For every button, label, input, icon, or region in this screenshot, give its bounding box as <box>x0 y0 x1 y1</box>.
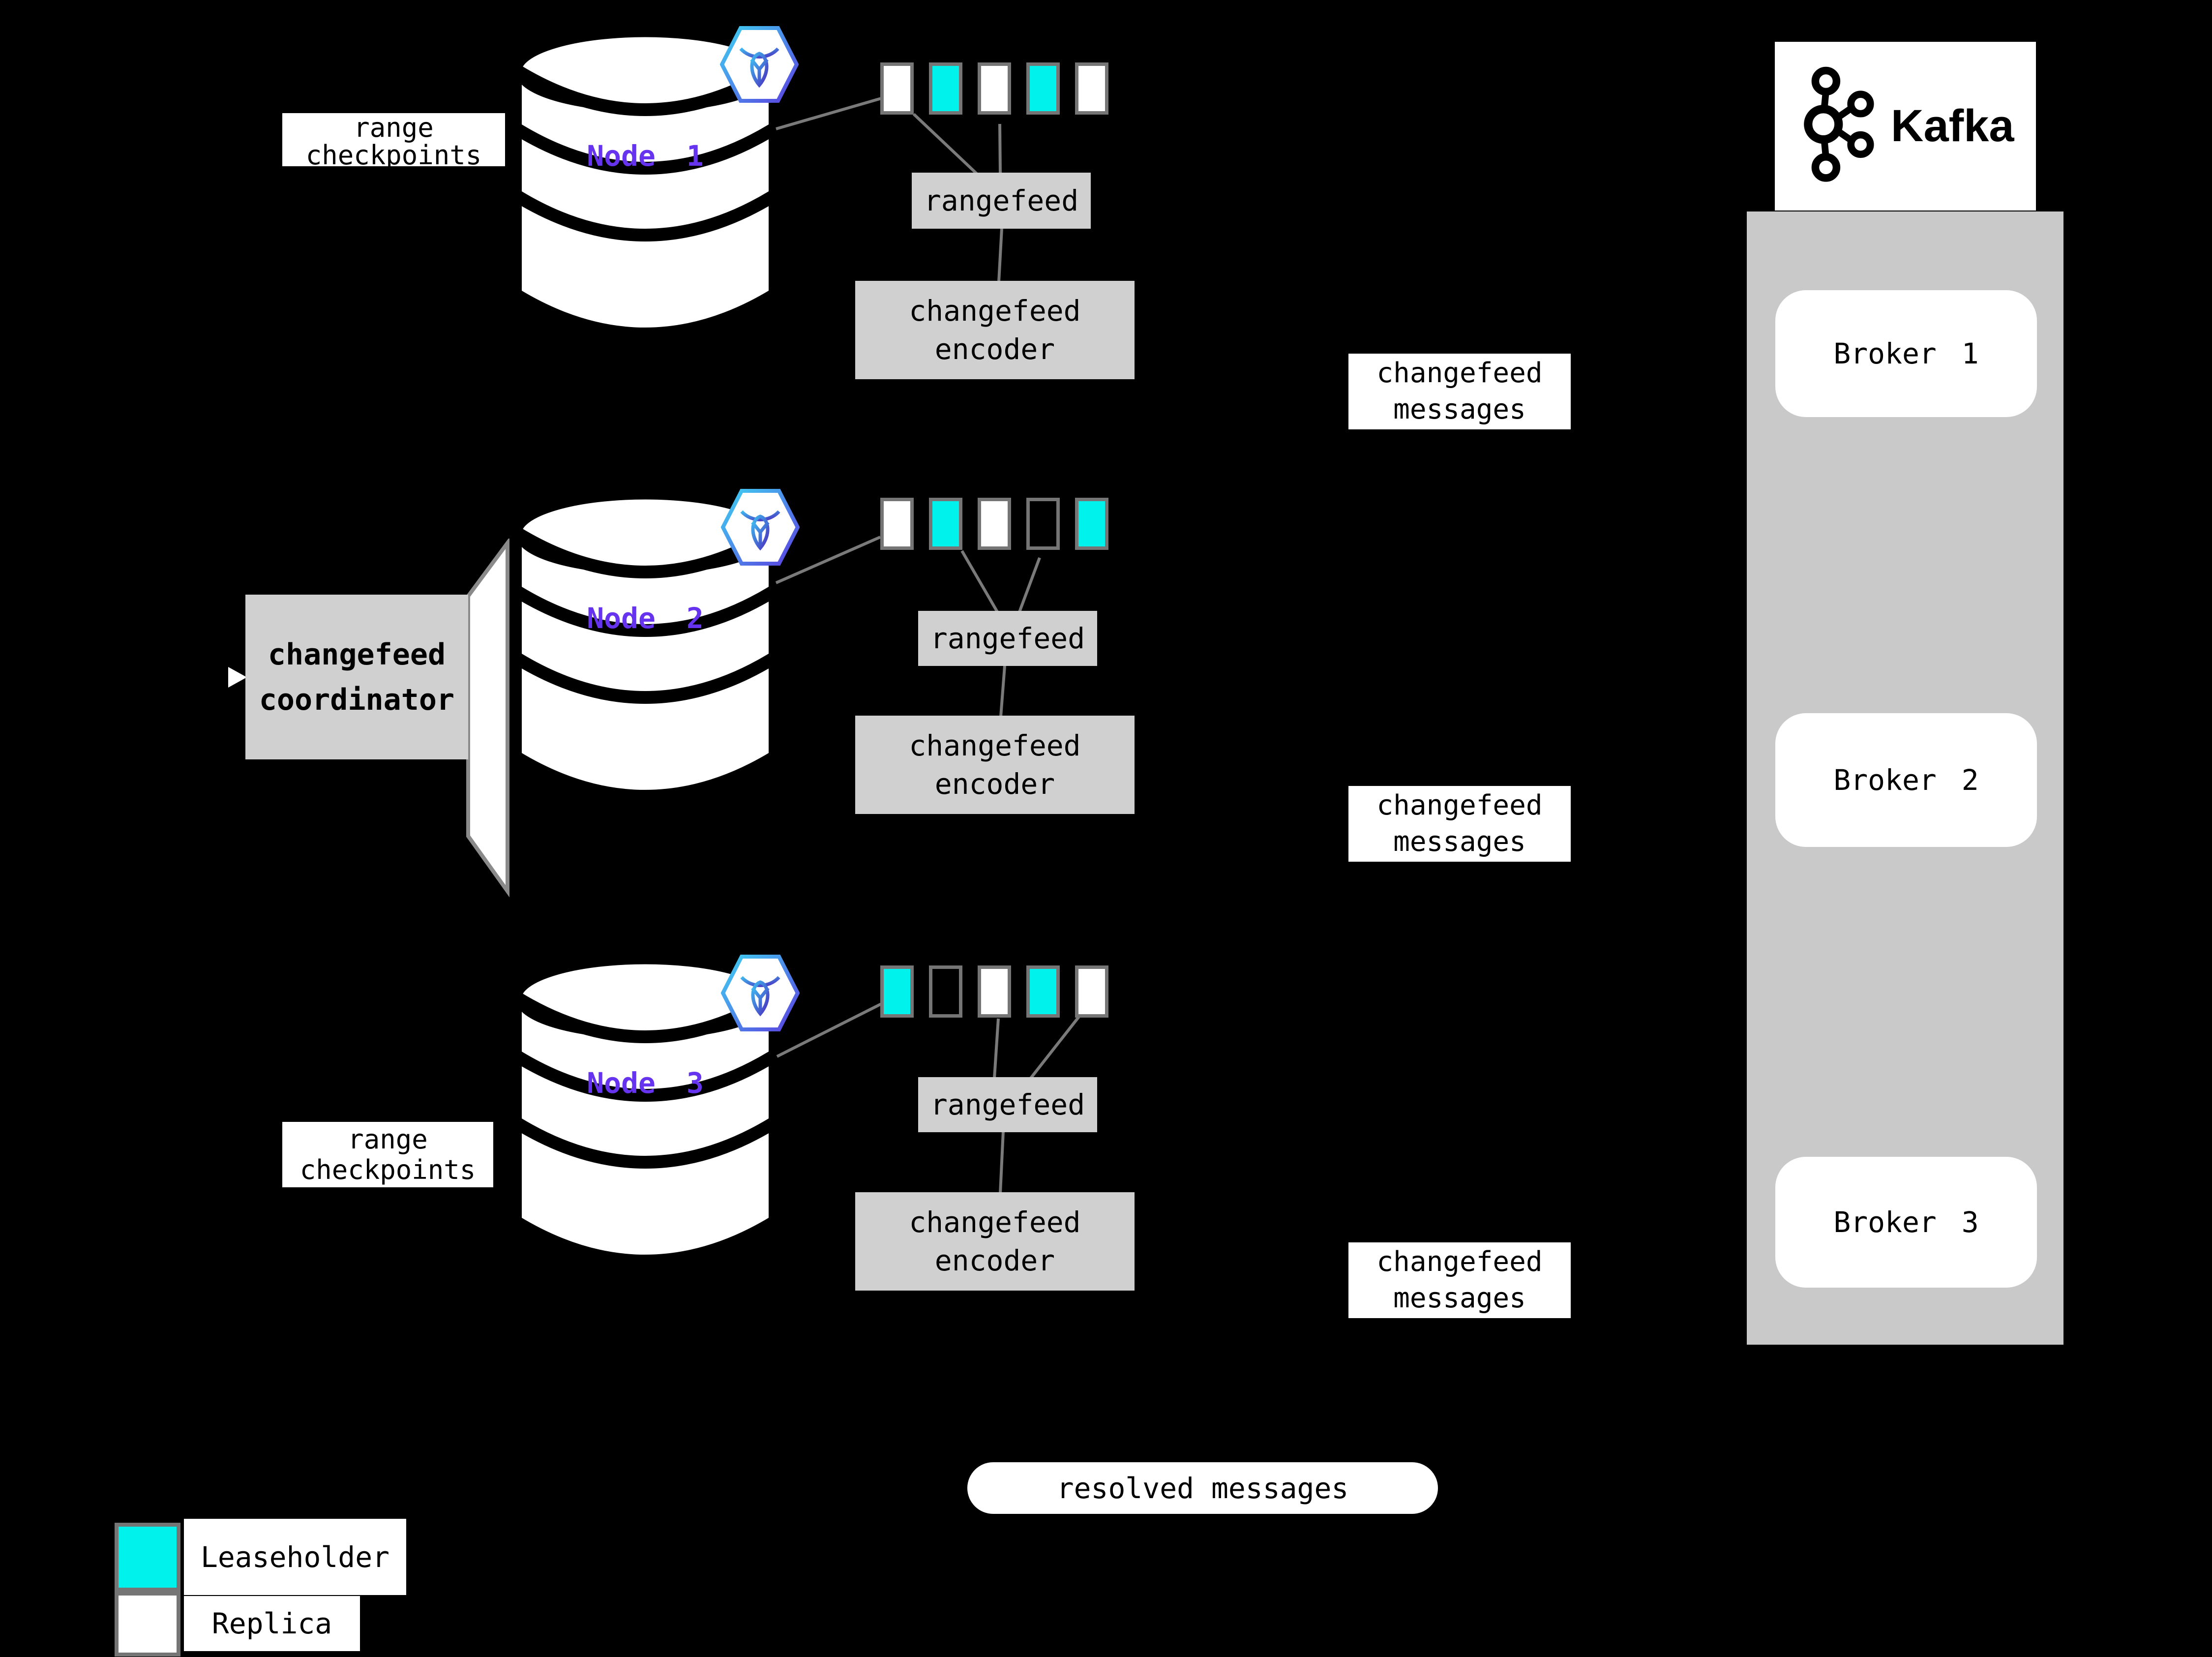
connector-line <box>776 1001 885 1058</box>
node-1-cylinder <box>515 32 776 334</box>
range-square-leaseholder <box>1026 965 1060 1018</box>
connector-line <box>776 97 882 130</box>
range-square-leaseholder <box>1075 498 1108 550</box>
cockroachdb-logo-icon <box>721 489 800 566</box>
connector-line <box>997 228 1003 282</box>
legend-replica-label: Replica <box>184 1596 360 1651</box>
legend-leaseholder-label: Leaseholder <box>184 1519 406 1595</box>
range-square-empty <box>929 965 962 1018</box>
range-square-leaseholder <box>929 498 962 550</box>
connector-line <box>999 665 1006 717</box>
kafka-logo-icon <box>1804 66 1874 182</box>
connector-line <box>960 550 999 613</box>
node-2-range-squares <box>880 498 1108 550</box>
changefeed-messages-label-2: changefeed messages <box>1348 786 1571 862</box>
range-square-replica <box>1075 62 1108 115</box>
legend-leaseholder-swatch <box>115 1523 180 1592</box>
range-checkpoints-label-bottom: range checkpoints <box>282 1122 493 1187</box>
range-square-empty <box>1026 498 1060 550</box>
connector-line <box>999 1131 1005 1194</box>
cockroachdb-logo-icon <box>720 26 799 103</box>
range-square-replica <box>880 62 914 115</box>
broker-3-box: Broker 3 <box>1775 1157 2037 1288</box>
node-1-rangefeed-box: rangefeed <box>912 173 1091 229</box>
range-checkpoints-label-top: range checkpoints <box>282 113 505 166</box>
kafka-wordmark: Kafka <box>1891 101 2014 151</box>
legend-replica-swatch <box>115 1592 180 1657</box>
changefeed-messages-label-1: changefeed messages <box>1348 354 1571 429</box>
node-3-changefeed-encoder-box: changefeed encoder <box>855 1192 1135 1291</box>
range-square-leaseholder <box>1026 62 1060 115</box>
node-1-changefeed-encoder-box: changefeed encoder <box>855 281 1135 379</box>
broker-2-box: Broker 2 <box>1775 713 2037 847</box>
range-square-leaseholder <box>929 62 962 115</box>
node-1-label: Node 1 <box>587 139 704 173</box>
broker-1-box: Broker 1 <box>1775 290 2037 417</box>
range-square-replica <box>880 498 914 550</box>
arrowhead-icon <box>228 667 247 688</box>
kafka-header: Kafka <box>1775 42 2036 211</box>
node-2-changefeed-encoder-box: changefeed encoder <box>855 716 1135 814</box>
range-square-leaseholder <box>880 965 914 1018</box>
node-3-label: Node 3 <box>587 1066 704 1100</box>
node-3-range-squares <box>880 965 1108 1018</box>
connector-line <box>1029 1013 1082 1079</box>
connector-line <box>912 113 978 175</box>
cockroachdb-logo-icon <box>721 955 800 1031</box>
coordinator-callout-flag <box>466 539 509 898</box>
range-square-replica <box>1075 965 1108 1018</box>
changefeed-coordinator-box: changefeed coordinator <box>245 595 468 759</box>
connector-line <box>1018 557 1041 613</box>
node-3-rangefeed-box: rangefeed <box>918 1077 1097 1132</box>
connector-line <box>775 536 881 584</box>
node-2-cylinder <box>515 494 776 797</box>
range-square-replica <box>978 498 1011 550</box>
range-square-replica <box>978 965 1011 1018</box>
changefeed-messages-label-3: changefeed messages <box>1348 1242 1571 1318</box>
resolved-messages-pill: resolved messages <box>967 1462 1438 1514</box>
range-square-replica <box>978 62 1011 115</box>
node-1-range-squares <box>880 62 1108 115</box>
node-2-rangefeed-box: rangefeed <box>918 611 1097 666</box>
connector-line <box>993 1018 1000 1079</box>
node-2-label: Node 2 <box>587 602 704 635</box>
